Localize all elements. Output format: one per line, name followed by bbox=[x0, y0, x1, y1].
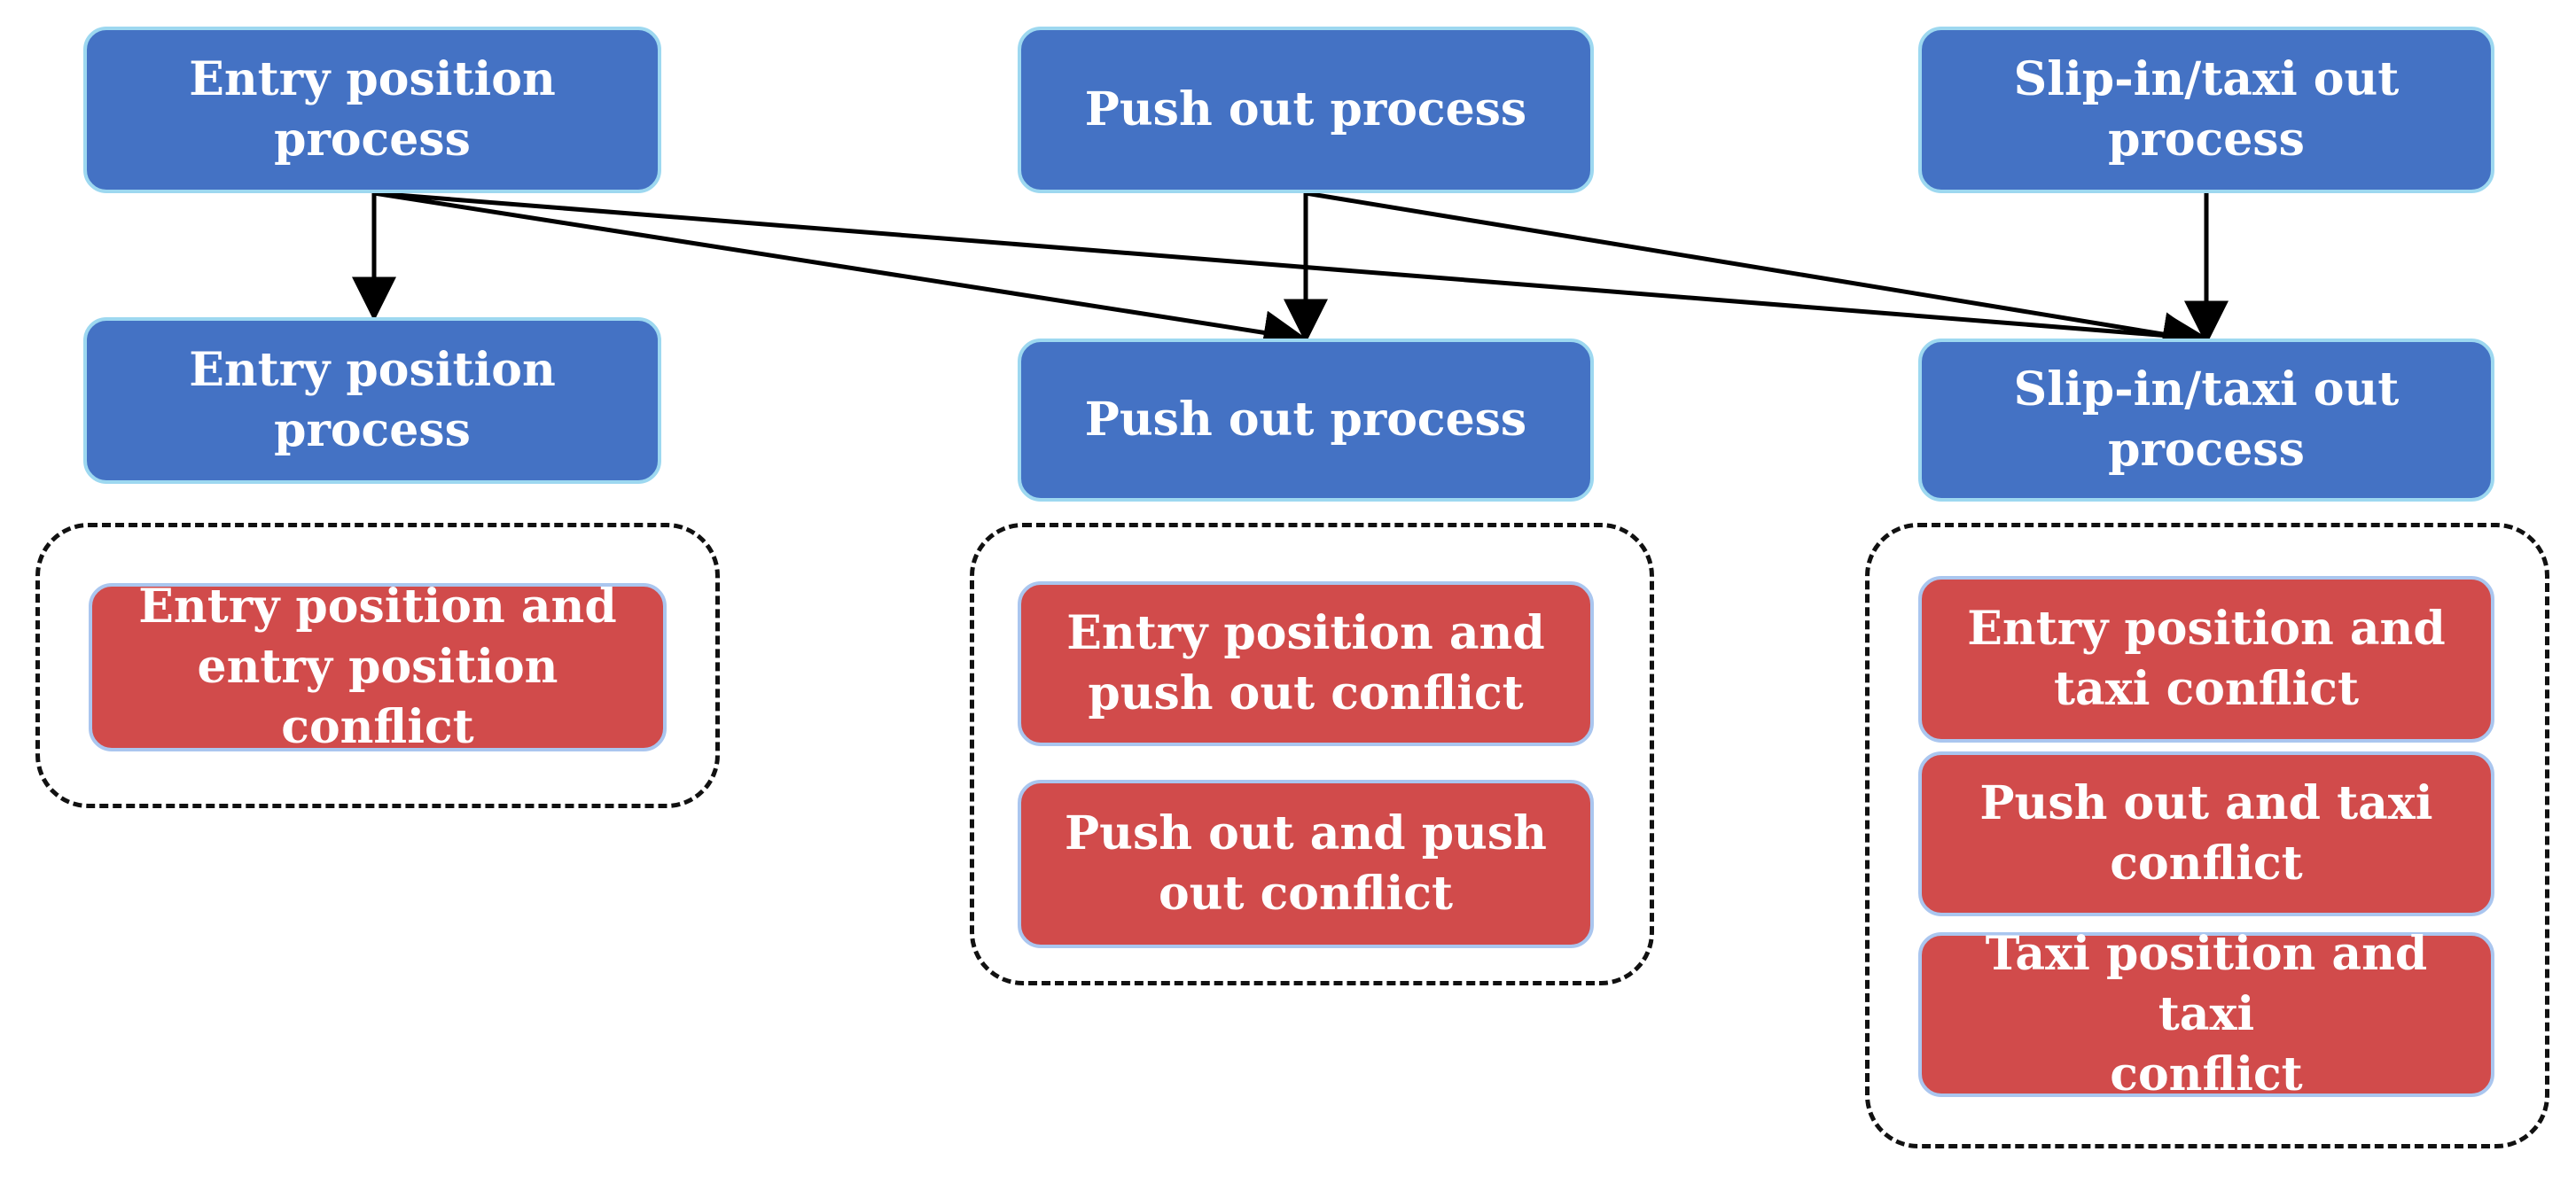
pushout-taxi-conflict-box: Push out and taxi conflict bbox=[1918, 751, 2494, 916]
push-out-process-box: Push out process bbox=[1018, 339, 1594, 502]
arrow-pushout-to-slipin bbox=[1305, 191, 2207, 356]
entry-entry-conflict-box: Entry position and entry position confli… bbox=[89, 580, 667, 754]
top-slip-in-taxi-out-process-box: Slip-in/taxi out process bbox=[1918, 27, 2494, 193]
arrow-entry-to-pushout bbox=[373, 191, 1308, 355]
entry-pushout-conflict-box: Entry position and push out conflict bbox=[1018, 581, 1594, 746]
taxi-conflict-group bbox=[1865, 523, 2549, 1148]
top-push-out-process-box: Push out process bbox=[1018, 27, 1594, 193]
arrow-entry-to-slipin bbox=[373, 191, 2210, 358]
taxi-taxi-conflict-box: Taxi position and taxi conflict bbox=[1918, 927, 2494, 1101]
push-out-conflict-group bbox=[970, 523, 1654, 985]
top-entry-position-process-box: Entry position process bbox=[83, 27, 661, 193]
entry-position-process-box: Entry position process bbox=[83, 317, 661, 484]
entry-taxi-conflict-box: Entry position and taxi conflict bbox=[1918, 576, 2494, 743]
pushout-pushout-conflict-box: Push out and push out conflict bbox=[1018, 780, 1594, 948]
entry-position-conflict-group bbox=[35, 523, 720, 808]
slip-in-taxi-out-process-box: Slip-in/taxi out process bbox=[1918, 339, 2494, 502]
